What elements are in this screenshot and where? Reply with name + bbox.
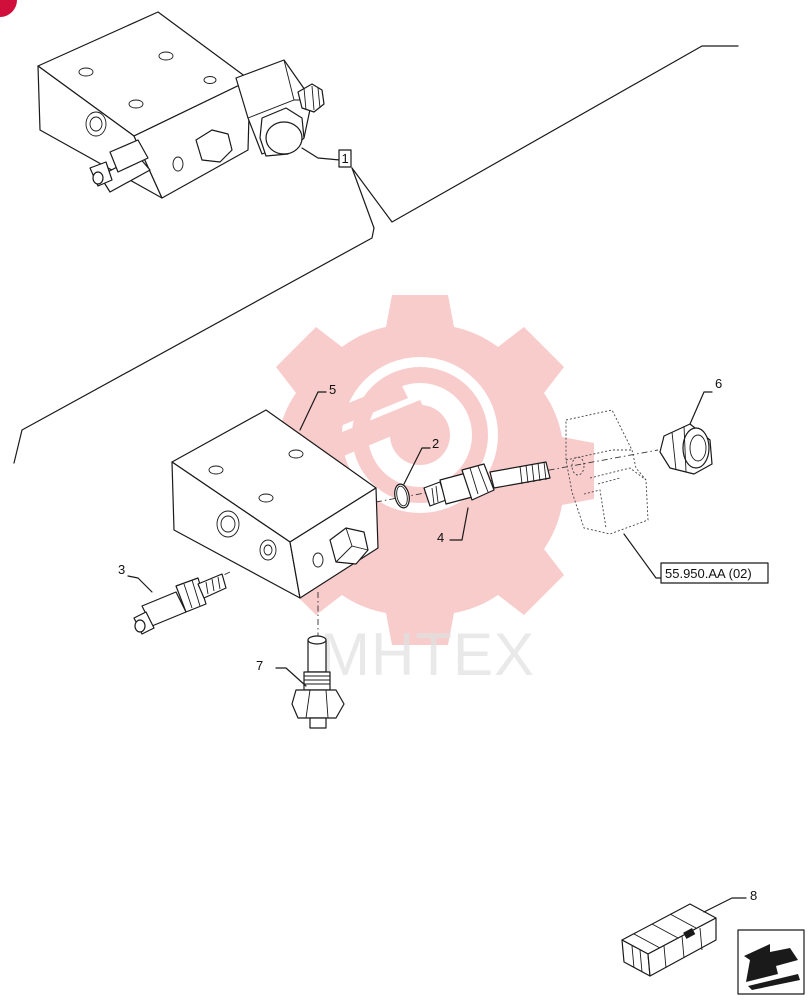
- callout-1: 1: [342, 151, 349, 166]
- callout-2: 2: [432, 436, 439, 451]
- callout-box-1: [338, 149, 352, 168]
- top-valve-assembly: 1: [37, 11, 352, 199]
- fitting-item-7: 7: [256, 635, 345, 729]
- o-ring-item-2: 2: [394, 436, 439, 509]
- nut-item-6: 6: [659, 376, 722, 475]
- crate-icon: 8: [621, 888, 757, 977]
- watermark-text: MHTEX: [320, 621, 535, 688]
- solenoid-coil-reference: 55.950.AA (02): [565, 409, 769, 584]
- callout-7: 7: [256, 658, 263, 673]
- cartridge-valve-item-4: 4: [423, 461, 551, 545]
- reference-label: 55.950.AA (02): [665, 566, 752, 581]
- valve-block-item-5: 5: [171, 382, 379, 599]
- callout-8: 8: [750, 888, 757, 903]
- relief-valve-item-3: 3: [118, 562, 227, 635]
- callout-6: 6: [715, 376, 722, 391]
- corner-badge: [0, 0, 17, 17]
- navigation-arrow-icon[interactable]: [737, 929, 805, 995]
- callout-4: 4: [437, 530, 444, 545]
- reference-box: [660, 562, 769, 584]
- callout-3: 3: [118, 562, 125, 577]
- callout-5: 5: [329, 382, 336, 397]
